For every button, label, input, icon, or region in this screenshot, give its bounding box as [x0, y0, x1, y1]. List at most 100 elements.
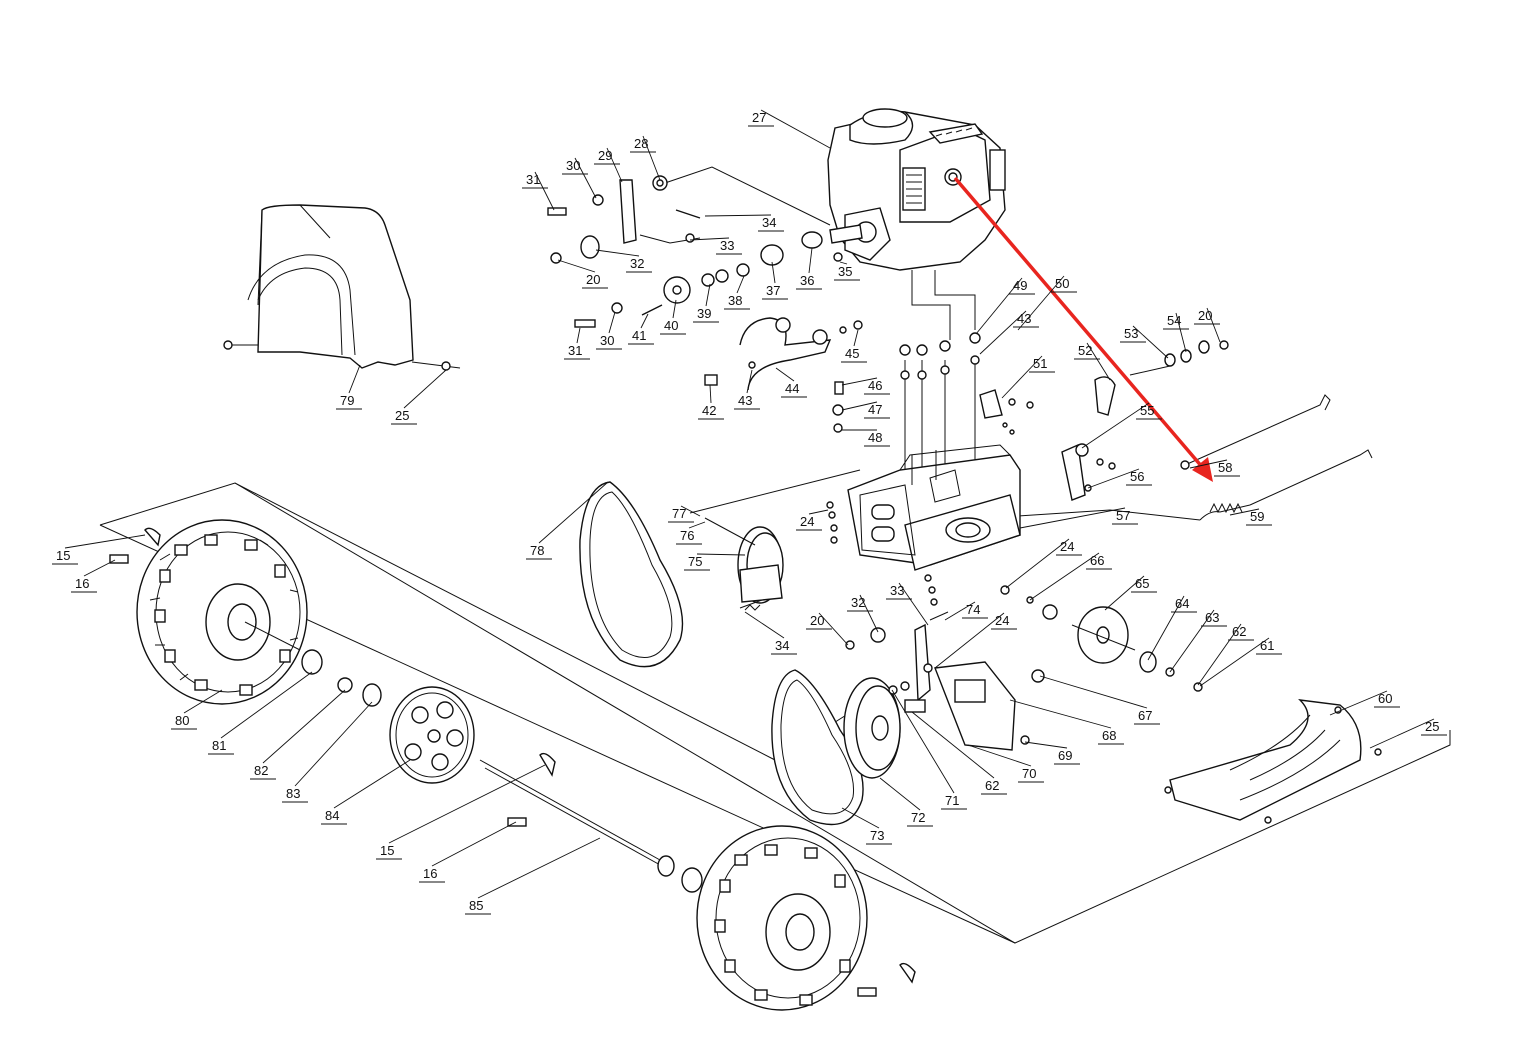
callout-leader: [477, 837, 601, 899]
callout-leader: [1017, 275, 1065, 331]
callout-label: 16: [75, 576, 89, 591]
callout-30: 30: [562, 157, 597, 199]
callout-label: 42: [702, 403, 716, 418]
callout-40: 40: [660, 299, 686, 335]
callout-leader: [818, 612, 849, 646]
callout-label: 81: [212, 738, 226, 753]
callout-43: 43: [979, 310, 1039, 355]
callout-leader: [595, 249, 640, 257]
callout-label: 34: [775, 638, 789, 653]
callout-44: 44: [775, 367, 807, 398]
callout-label: 74: [966, 602, 980, 617]
callout-label: 25: [395, 408, 409, 423]
callout-leader: [1369, 718, 1435, 749]
callout-leader: [1039, 675, 1148, 709]
callout-label: 71: [945, 793, 959, 808]
callout-leader: [534, 171, 555, 211]
callout-leader: [672, 299, 677, 319]
callout-24: 24: [934, 612, 1017, 669]
callout-20: 20: [806, 612, 849, 646]
callout-leader: [879, 777, 921, 811]
pulley-72-part: [843, 677, 910, 779]
callout-leader: [1329, 690, 1388, 716]
callout-33: 33: [886, 582, 929, 626]
callout-leader: [975, 277, 1023, 335]
callout-leader: [1005, 538, 1070, 589]
callout-label: 66: [1090, 553, 1104, 568]
callout-label: 59: [1250, 509, 1264, 524]
callout-leader: [220, 671, 313, 739]
callout-leader: [808, 247, 813, 274]
callout-leader: [680, 505, 701, 517]
callout-75: 75: [684, 553, 746, 571]
callout-label: 34: [762, 215, 776, 230]
callout-79: 79: [336, 364, 362, 410]
callout-leader: [294, 701, 373, 787]
callout-label: 64: [1175, 596, 1189, 611]
callout-leader: [808, 509, 829, 515]
skid-plate-part: [1164, 699, 1382, 824]
callout-leader: [1206, 307, 1221, 343]
callout-leader: [431, 821, 517, 867]
callout-leader: [744, 611, 785, 639]
callout-32: 32: [595, 249, 652, 273]
wheel-right-part: [696, 825, 868, 1011]
callout-label: 33: [890, 583, 904, 598]
callout-label: 62: [1232, 624, 1246, 639]
callout-29: 29: [594, 147, 623, 183]
callout-leader: [262, 689, 346, 764]
callout-label: 76: [680, 528, 694, 543]
callout-label: 69: [1058, 748, 1072, 763]
callout-label: 20: [1198, 308, 1212, 323]
callout-leader: [1104, 575, 1145, 611]
callout-leader: [1001, 355, 1043, 399]
callout-label: 47: [868, 402, 882, 417]
engine-part: [827, 108, 1006, 271]
callout-label: 41: [632, 328, 646, 343]
callout-leader: [696, 553, 746, 556]
callout-label: 70: [1022, 766, 1036, 781]
lower-belt-part: [771, 669, 864, 826]
callout-leader: [576, 327, 581, 344]
callout-34: 34: [744, 611, 797, 655]
callout-83: 83: [282, 701, 373, 803]
callout-leader: [1147, 595, 1185, 661]
callout-33: 33: [689, 237, 742, 255]
callout-leader: [1197, 623, 1242, 686]
callout-leader: [1081, 402, 1150, 449]
callout-62: 62: [911, 711, 1007, 795]
callout-53: 53: [1120, 325, 1169, 359]
callout-74: 74: [944, 601, 988, 621]
callout-leader: [83, 559, 116, 577]
callout-34: 34: [704, 214, 784, 232]
callout-leader: [775, 367, 795, 382]
callout-leader: [979, 310, 1027, 355]
callout-label: 25: [1425, 719, 1439, 734]
callout-label: 35: [838, 264, 852, 279]
pulley-65-part: [1042, 604, 1203, 692]
callout-label: 75: [688, 554, 702, 569]
callout-leader: [333, 759, 411, 809]
callout-leader: [1087, 468, 1140, 489]
callout-leader: [1229, 508, 1260, 516]
callout-leader: [608, 311, 616, 334]
control-rod-part: [1180, 394, 1373, 521]
callout-leader: [1019, 507, 1126, 529]
callout-label: 61: [1260, 638, 1274, 653]
callout-leader: [574, 157, 597, 199]
callout-label: 16: [423, 866, 437, 881]
callout-leader: [388, 764, 546, 844]
callout-leader: [64, 534, 146, 549]
callout-70: 70: [967, 744, 1044, 783]
callout-leader: [898, 582, 929, 626]
callout-leader: [1029, 552, 1100, 601]
callout-label: 32: [630, 256, 644, 271]
frame-part: [826, 270, 1229, 606]
callout-78: 78: [526, 481, 609, 560]
callout-label: 85: [469, 898, 483, 913]
callout-label: 30: [600, 333, 614, 348]
callout-label: 52: [1078, 343, 1092, 358]
callout-leader: [709, 384, 712, 404]
callout-label: 32: [851, 595, 865, 610]
callout-label: 58: [1218, 460, 1232, 475]
